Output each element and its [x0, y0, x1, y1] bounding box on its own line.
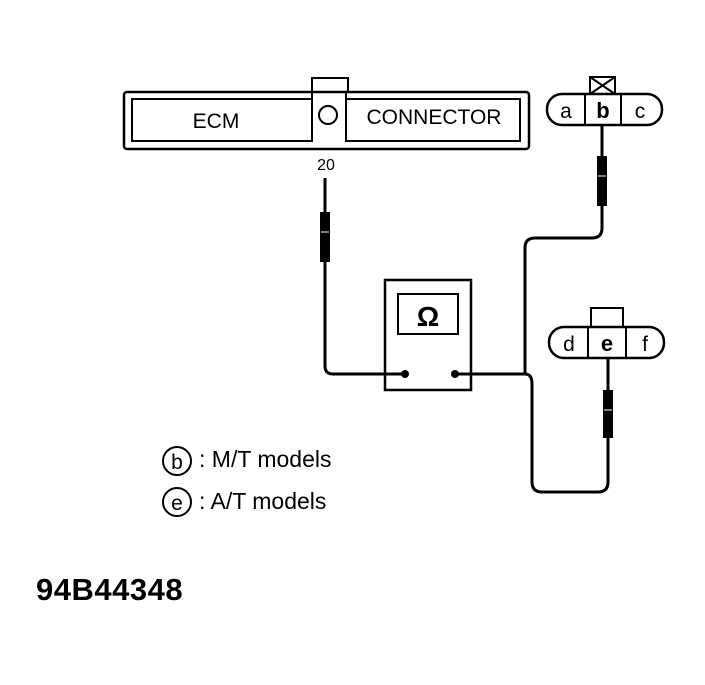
pin-d-label: d — [563, 333, 575, 356]
legend-pin-b: b — [171, 451, 183, 474]
probe-ecm-20 — [320, 212, 330, 262]
legend-item-at: e : A/T models — [162, 487, 326, 517]
probe-pin-e — [603, 390, 613, 438]
legend: b : M/T models e : A/T models — [162, 446, 332, 517]
ecm-connector: ECM CONNECTOR 20 — [122, 77, 531, 174]
legend-item-mt: b : M/T models — [162, 446, 332, 476]
ohmmeter: Ω — [383, 278, 473, 392]
pin-c-label: c — [635, 100, 646, 123]
ecm-label: ECM — [193, 110, 240, 133]
legend-text-at: : A/T models — [199, 488, 326, 514]
legend-text-mt: : M/T models — [199, 446, 332, 472]
probe-pin-b — [597, 156, 607, 206]
pin-b-label: b — [596, 98, 609, 123]
pin-a-label: a — [560, 100, 572, 123]
probes — [320, 156, 613, 438]
ecm-pin-number: 20 — [317, 157, 335, 174]
figure-code: 94B44348 — [36, 572, 184, 607]
pin-f-label: f — [642, 333, 648, 356]
connector-label: CONNECTOR — [367, 106, 502, 129]
connector-def: d e f — [547, 307, 666, 360]
pin-e-label: e — [601, 331, 613, 356]
connector-abc: a b c — [545, 76, 664, 127]
wires — [323, 125, 610, 494]
legend-pin-e: e — [171, 492, 183, 515]
ohm-symbol: Ω — [417, 301, 439, 332]
